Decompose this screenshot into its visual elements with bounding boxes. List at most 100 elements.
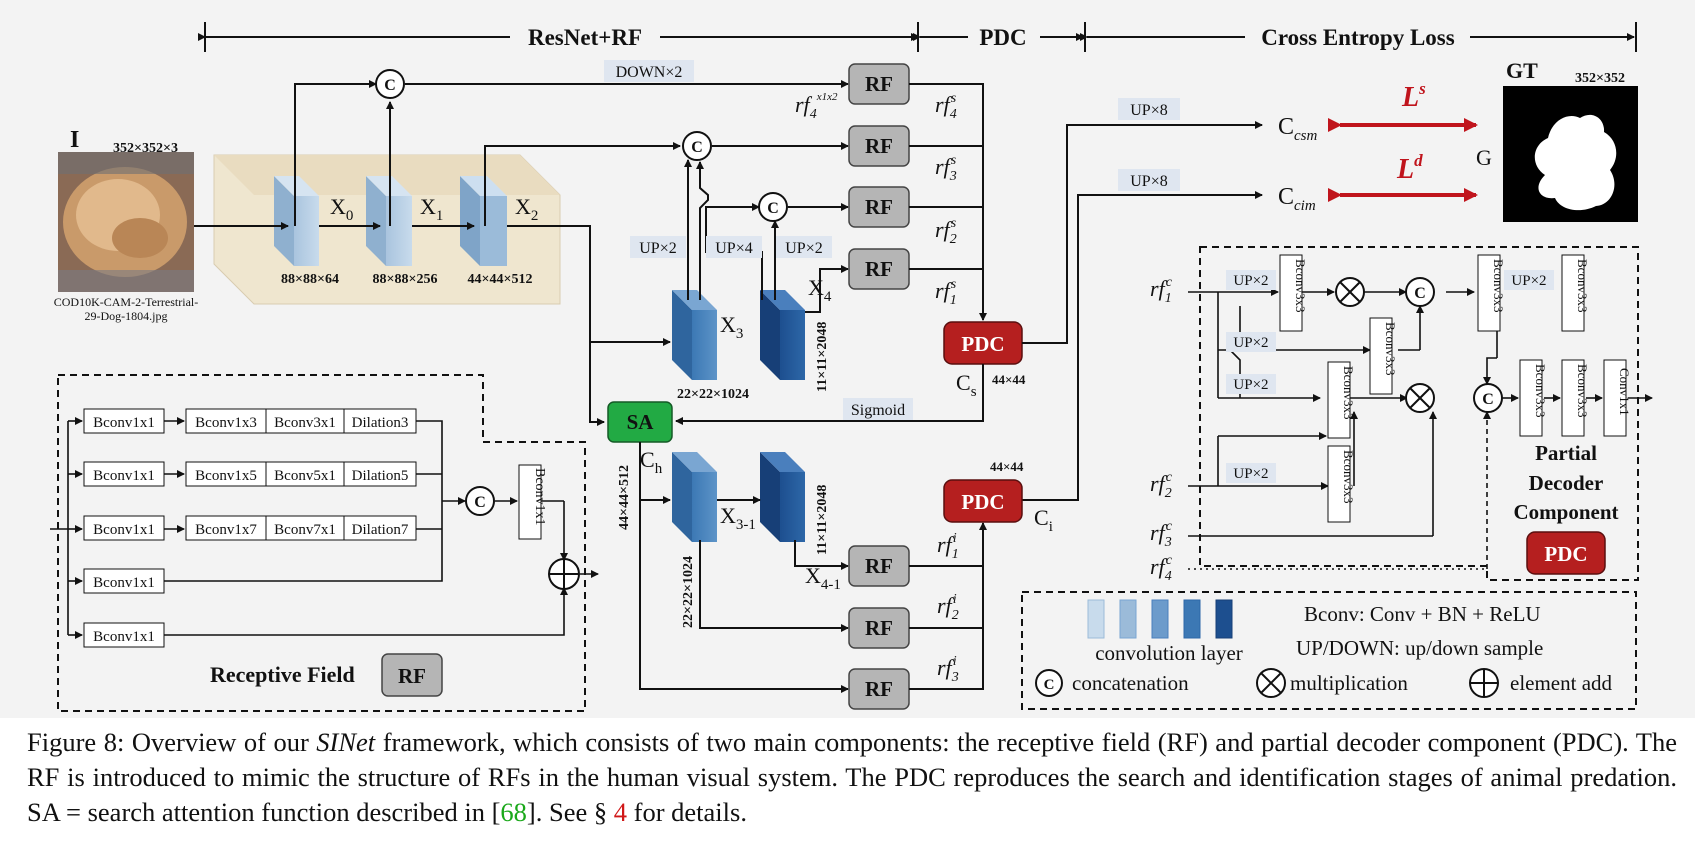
- identification-connectors: [639, 442, 849, 693]
- legend-concat: concatenation: [1072, 671, 1189, 695]
- ld-label: Ld: [1396, 151, 1423, 185]
- legend-add-icon: [1469, 668, 1499, 698]
- rf3s-label: rf3s: [935, 153, 957, 184]
- dim-x4-1: 11×11×2048: [815, 485, 830, 555]
- rf-box-i2: RF: [848, 607, 910, 649]
- caption-section-link[interactable]: 4: [613, 797, 628, 827]
- ccim-label: Ccim: [1278, 184, 1316, 214]
- dim-x4: 11×11×2048: [815, 322, 830, 392]
- rf-box-s3: RF: [848, 125, 910, 167]
- pdc-up-bg-4: [1226, 463, 1276, 483]
- svg-text:C: C: [474, 494, 486, 511]
- legend-cubes: [1087, 599, 1233, 639]
- sigmoid-label: Sigmoid: [851, 402, 905, 419]
- legend-border: [1021, 591, 1637, 710]
- dim-44-b: 44×44: [990, 459, 1024, 474]
- rf1i-label: rf1i: [937, 531, 959, 562]
- up8-b-bg: [1118, 169, 1180, 191]
- figure-canvas: ResNet+RF PDC Cross Entropy Loss I 352×3…: [0, 0, 1695, 718]
- svg-text:RF: RF: [865, 257, 893, 281]
- up8-a-bg: [1118, 98, 1180, 120]
- cube-x4: [760, 290, 805, 380]
- rf-b3-3: Dilation7: [352, 522, 409, 538]
- rf-b1-3: Dilation3: [352, 415, 409, 431]
- caption-part-1: Figure 8: Overview of our: [27, 727, 317, 757]
- rf-i-to-pdc: [909, 522, 987, 690]
- pdc-concat-2: C: [1473, 383, 1503, 413]
- concat-top-3: C: [758, 192, 788, 222]
- sa-block: SA: [607, 401, 673, 443]
- up4-label: UP×4: [715, 240, 752, 257]
- legend-updown-def: UP/DOWN: up/down sample: [1296, 636, 1543, 660]
- rf4-x1x2-label: rf4x1x2: [795, 91, 838, 122]
- pdc-up-bg-5: [1504, 270, 1554, 290]
- legend-mult-icon: [1256, 668, 1286, 698]
- svg-text:RF: RF: [865, 134, 893, 158]
- ci-label: Ci: [1034, 505, 1053, 535]
- svg-text:RF: RF: [865, 72, 893, 96]
- gt-label: GT: [1506, 58, 1538, 83]
- input-image: [58, 152, 194, 292]
- down2-bg: [604, 60, 694, 82]
- decoder-up-connectors: [684, 159, 779, 300]
- rf-box-s4: RF: [848, 63, 910, 105]
- cube-x2: [460, 176, 507, 266]
- gt-size: 352×352: [1575, 71, 1625, 86]
- pdc-title-line1: Partial: [1535, 441, 1597, 465]
- dim-sa: 44×44×512: [617, 465, 632, 530]
- caption-part-3: framework, which consists of two main co…: [27, 727, 1678, 827]
- rf2c-label: rf2c: [1150, 470, 1173, 501]
- rf4s-label: rf4s: [935, 91, 957, 122]
- rf-b2-0: Bconv1x1: [93, 468, 155, 484]
- rf-b2-2: Bconv5x1: [274, 468, 336, 484]
- svg-text:RF: RF: [865, 554, 893, 578]
- input-filename-line2: 29-Dog-1804.jpg: [85, 309, 168, 323]
- ccsm-label: Ccsm: [1278, 114, 1318, 144]
- pdc-bconv-6: Bconv3x3: [1575, 259, 1590, 312]
- rf-b2-3: Dilation5: [352, 468, 409, 484]
- svg-text:C: C: [767, 200, 779, 217]
- rf3c-label: rf3c: [1150, 519, 1173, 550]
- svg-text:RF: RF: [865, 677, 893, 701]
- caption-citation-link[interactable]: 68: [500, 797, 527, 827]
- rf-b5: Bconv1x1: [93, 629, 155, 645]
- up2-b-bg: [776, 236, 832, 258]
- ls-label: Ls: [1401, 79, 1426, 113]
- rf-add-circle: [548, 558, 580, 590]
- dim-x3-1: 22×22×1024: [681, 556, 696, 628]
- header-pdc: PDC: [979, 25, 1026, 50]
- legend-bconv-def: Bconv: Conv + BN + ReLU: [1304, 602, 1541, 626]
- label-x3: X3: [720, 312, 743, 342]
- pdc-up-bg-2: [1226, 332, 1276, 352]
- ch-label: Ch: [640, 447, 663, 477]
- rf-concat-circle: C: [465, 486, 495, 516]
- rf2s-label: rf2s: [935, 216, 957, 247]
- legend-mult: multiplication: [1290, 671, 1408, 695]
- svg-text:PDC: PDC: [1544, 542, 1587, 566]
- dim-x2: 44×44×512: [468, 272, 533, 287]
- pdc-bconv-blocks: Bconv3x3 Bconv3x3 Bconv3x3 Bconv3x3 Bcon…: [1279, 254, 1632, 523]
- rf-b4: Bconv1x1: [93, 575, 155, 591]
- legend-conv-layer: convolution layer: [1095, 641, 1243, 665]
- pdc-up-bg-3: [1226, 374, 1276, 394]
- cube-x3: [672, 290, 717, 380]
- sigmoid-bg: [843, 398, 913, 420]
- pdc-up-bg-1: [1226, 270, 1276, 290]
- pdc-identification: PDC: [943, 479, 1023, 523]
- rf4c-label: rf4c: [1150, 553, 1173, 584]
- g-label: G: [1476, 145, 1492, 170]
- rf-s-to-pdc: [909, 83, 987, 321]
- rf-b3-0: Bconv1x1: [93, 522, 155, 538]
- cube-x0: [274, 176, 319, 266]
- dim-x3: 22×22×1024: [677, 387, 749, 402]
- rf-box-i3: RF: [848, 668, 910, 710]
- pdc-title-line3: Component: [1513, 500, 1618, 524]
- svg-text:C: C: [1414, 285, 1426, 302]
- gt-mask: [1503, 86, 1638, 222]
- pdc-bconv-8: Bconv3x3: [1575, 364, 1590, 417]
- dim-44-a: 44×44: [992, 372, 1026, 387]
- rf-b3-1: Bconv1x7: [195, 522, 257, 538]
- cube-x4-1: [760, 452, 805, 542]
- concat-top-2: C: [682, 131, 712, 161]
- svg-text:C: C: [1044, 677, 1055, 693]
